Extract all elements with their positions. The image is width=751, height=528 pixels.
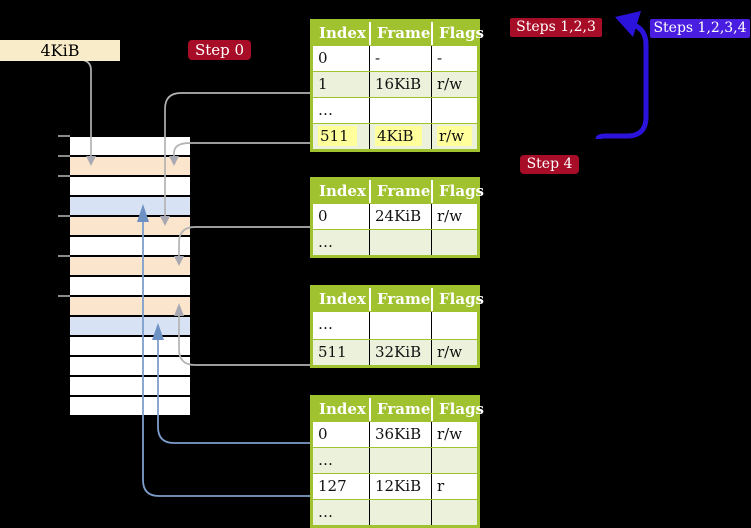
memory-frame-row: [70, 397, 190, 415]
steps-loop-arrow: [595, 11, 649, 140]
memory-frame-row: [70, 357, 190, 375]
address-tick: [58, 255, 70, 257]
memory-frame-row: [70, 277, 190, 295]
frame-size-label: 4KiB: [0, 40, 120, 61]
table-header-row: Index Frame Flags: [313, 398, 484, 421]
header-index: Index: [319, 290, 366, 308]
memory-frame-row: [70, 217, 190, 235]
step4-badge: Step 4: [520, 155, 579, 174]
memory-frame-row: [70, 157, 190, 175]
memory-frame-row: [70, 237, 190, 255]
table-row: …: [313, 229, 477, 255]
header-frame: Frame: [369, 180, 431, 203]
address-tick: [58, 155, 70, 157]
table-row: …: [313, 97, 477, 123]
address-tick: [58, 295, 70, 297]
table-row: …: [313, 447, 477, 473]
page-table-level2: Index Frame Flags … 511 32KiB r/w: [310, 285, 484, 368]
header-index: Index: [319, 182, 366, 200]
table-row-highlighted: 511 4KiB r/w: [313, 123, 477, 149]
physical-memory-stack: [68, 135, 192, 419]
memory-frame-row: [70, 377, 190, 395]
table-row: 127 12KiB r: [313, 473, 477, 499]
memory-frame-row: [70, 177, 190, 195]
highlighted-value: 511: [318, 126, 357, 146]
header-flags: Flags: [431, 288, 484, 311]
table-row: 1 16KiB r/w: [313, 71, 477, 97]
table-row: 0 36KiB r/w: [313, 421, 477, 447]
page-table-level3: Index Frame Flags 0 24KiB r/w …: [310, 177, 484, 258]
page-table-level1: Index Frame Flags 0 36KiB r/w … 127 12Ki…: [310, 395, 484, 528]
memory-frame-row: [70, 317, 190, 335]
header-frame: Frame: [369, 22, 431, 45]
table-row: …: [313, 311, 477, 339]
table-row: 0 - -: [313, 45, 477, 71]
highlighted-value: r/w: [437, 126, 473, 146]
memory-frame-row: [70, 197, 190, 215]
memory-frame-row: [70, 297, 190, 315]
address-tick: [58, 135, 70, 137]
header-flags: Flags: [431, 398, 484, 421]
steps123-badge: Steps 1,2,3: [510, 18, 602, 37]
steps1234-badge: Steps 1,2,3,4: [650, 19, 750, 38]
table-row: 0 24KiB r/w: [313, 203, 477, 229]
memory-frame-row: [70, 137, 190, 155]
step0-badge: Step 0: [188, 40, 251, 60]
table-header-row: Index Frame Flags: [313, 288, 484, 311]
header-flags: Flags: [431, 180, 484, 203]
address-tick: [58, 175, 70, 177]
table-header-row: Index Frame Flags: [313, 180, 484, 203]
header-flags: Flags: [431, 22, 484, 45]
page-table-level4: Index Frame Flags 0 - - 1 16KiB r/w … 51…: [310, 19, 484, 152]
table-row: 511 32KiB r/w: [313, 339, 477, 365]
arrow-l2-entry511-to-frame: [174, 303, 310, 366]
header-index: Index: [319, 400, 366, 418]
table-header-row: Index Frame Flags: [313, 22, 484, 45]
header-frame: Frame: [369, 288, 431, 311]
memory-frame-row: [70, 337, 190, 355]
address-tick: [58, 215, 70, 217]
header-frame: Frame: [369, 398, 431, 421]
highlighted-value: 4KiB: [375, 126, 422, 146]
table-row: …: [313, 499, 477, 525]
header-index: Index: [319, 24, 366, 42]
memory-frame-row: [70, 257, 190, 275]
arrow-l3-entry0-to-frame: [174, 226, 310, 266]
